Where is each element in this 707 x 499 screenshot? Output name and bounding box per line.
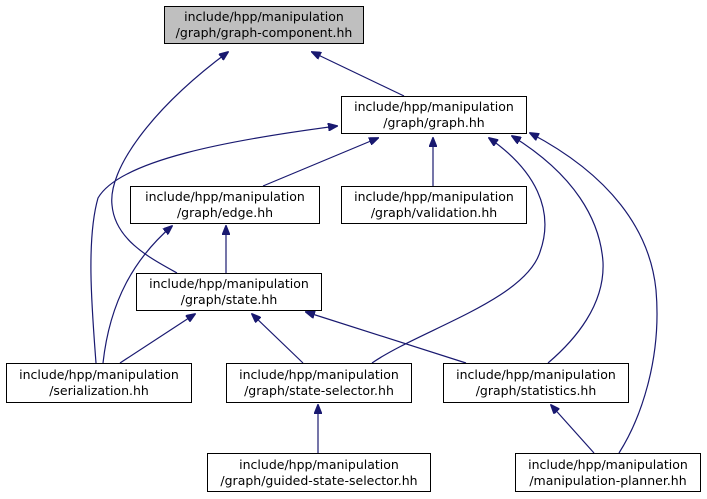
node-label-line-2: /manipulation-planner.hh	[529, 472, 687, 488]
node-label-line-1: include/hpp/manipulation	[354, 99, 514, 114]
node-label-line-1: include/hpp/manipulation	[239, 456, 399, 472]
edge-serialization-to-state	[119, 314, 195, 364]
node-label-line-1: include/hpp/manipulation	[239, 367, 399, 382]
edge-statistics-to-state	[306, 312, 467, 364]
node-graph[interactable]: include/hpp/manipulation /graph/graph.hh	[341, 96, 527, 134]
node-label-line-1: include/hpp/manipulation	[149, 276, 309, 291]
node-label-line-2: /graph/guided-state-selector.hh	[220, 472, 418, 488]
node-state-selector[interactable]: include/hpp/manipulation /graph/state-se…	[226, 363, 412, 403]
edge-manipulation-planner-to-statistics	[551, 405, 595, 454]
edge-serialization-to-edge	[102, 226, 172, 364]
node-label-line-1: include/hpp/manipulation	[456, 367, 616, 382]
node-label-line-2: /graph/state.hh	[180, 292, 278, 307]
node-label-line-1: include/hpp/manipulation	[354, 189, 514, 204]
node-state[interactable]: include/hpp/manipulation /graph/state.hh	[136, 273, 322, 311]
node-label-line-2: /graph/graph-component.hh	[175, 25, 353, 40]
edge-manipulation-planner-to-graph	[530, 133, 658, 454]
node-statistics[interactable]: include/hpp/manipulation /graph/statisti…	[443, 363, 629, 403]
node-graph-component[interactable]: include/hpp/manipulation /graph/graph-co…	[164, 6, 364, 44]
node-validation[interactable]: include/hpp/manipulation /graph/validati…	[341, 186, 527, 224]
edge-edge-to-graph	[262, 138, 378, 187]
edge-state-selector-to-graph	[371, 138, 546, 364]
edge-state-selector-to-state	[252, 314, 304, 364]
node-label-line-2: /serialization.hh	[49, 383, 149, 398]
edge-statistics-to-graph	[512, 136, 604, 364]
node-label-line-1: include/hpp/manipulation	[145, 189, 305, 204]
node-label-line-2: /graph/graph.hh	[383, 115, 485, 130]
node-label-line-1: include/hpp/manipulation	[184, 9, 344, 24]
node-guided-state-selector[interactable]: include/hpp/manipulation /graph/guided-s…	[207, 453, 431, 492]
node-label-line-2: /graph/statistics.hh	[475, 383, 597, 398]
node-label-line-2: /graph/validation.hh	[370, 205, 498, 220]
node-edge[interactable]: include/hpp/manipulation /graph/edge.hh	[130, 186, 320, 224]
node-label-line-1: include/hpp/manipulation	[19, 367, 179, 382]
edge-state-to-graph-component	[111, 52, 228, 274]
edge-graph-to-graph-component	[312, 52, 405, 97]
node-label-line-1: include/hpp/manipulation	[528, 456, 688, 472]
edge-serialization-to-graph	[90, 126, 337, 364]
node-manipulation-planner[interactable]: include/hpp/manipulation /manipulation-p…	[515, 453, 701, 492]
node-label-line-2: /graph/edge.hh	[176, 205, 274, 220]
node-label-line-2: /graph/state-selector.hh	[244, 383, 394, 398]
node-serialization[interactable]: include/hpp/manipulation /serialization.…	[6, 363, 192, 403]
